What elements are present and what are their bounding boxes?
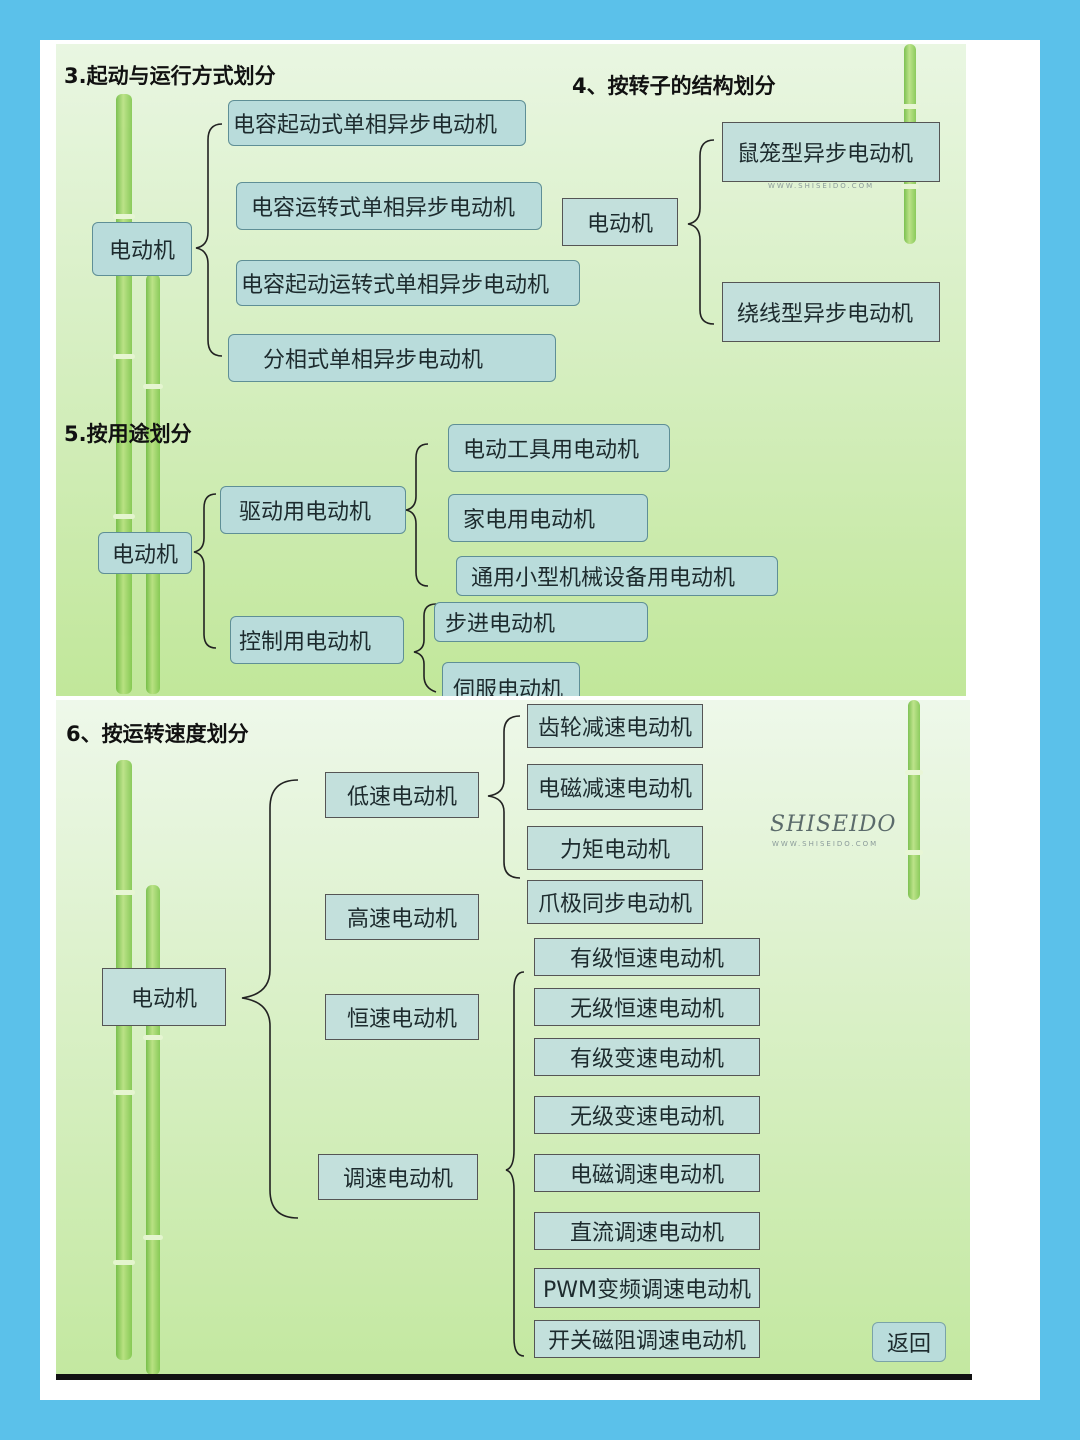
section5-group-node: 控制用电动机 (230, 616, 404, 664)
section5-group-node: 驱动用电动机 (220, 486, 406, 534)
section6-root-node: 电动机 (102, 968, 226, 1026)
section5-leaf-node: 电动工具用电动机 (448, 424, 670, 472)
section3-root-node: 电动机 (92, 222, 192, 276)
section3-child-node: 分相式单相异步电动机 (228, 334, 556, 382)
section4-child-node: 绕线型异步电动机 (722, 282, 940, 342)
section5-leaf-node: 步进电动机 (434, 602, 648, 642)
section5-leaf-label: 伺服电动机 (453, 678, 564, 696)
section3-child-node: 电容运转式单相异步电动机 (236, 182, 542, 230)
section6-leaf-node: 无级变速电动机 (534, 1096, 760, 1134)
section3-child-node: 电容起动式单相异步电动机 (228, 100, 526, 146)
section6-leaf-node: 力矩电动机 (527, 826, 703, 870)
section4-title: 4、按转子的结构划分 (572, 74, 776, 98)
bottom-rule (56, 1374, 972, 1380)
section3-child-node: 电容起动运转式单相异步电动机 (236, 260, 580, 306)
section5-leaf-node: 通用小型机械设备用电动机 (456, 556, 778, 596)
bamboo-stalk (905, 700, 923, 900)
section5-root-node: 电动机 (98, 532, 192, 574)
bamboo-stalk (143, 885, 163, 1375)
section6-leaf-node: 无级恒速电动机 (534, 988, 760, 1026)
logo-url: WWW.SHISEIDO.COM (768, 182, 875, 190)
bamboo-stalk (113, 94, 135, 694)
logo-url: WWW.SHISEIDO.COM (772, 840, 879, 848)
shiseido-logo: SHISEIDO (770, 812, 897, 837)
section6-leaf-node: 开关磁阻调速电动机 (534, 1320, 760, 1358)
section6-group-node: 恒速电动机 (325, 994, 479, 1040)
back-button[interactable]: 返回 (872, 1322, 946, 1362)
section5-title: 5.按用途划分 (64, 422, 192, 446)
section6-leaf-node: 电磁调速电动机 (534, 1154, 760, 1192)
section3-title: 3.起动与运行方式划分 (64, 64, 276, 88)
section6-leaf-node: 电磁减速电动机 (527, 764, 703, 810)
section6-leaf-node: 爪极同步电动机 (527, 880, 703, 924)
section6-group-node: 低速电动机 (325, 772, 479, 818)
section6-group-node: 调速电动机 (318, 1154, 478, 1200)
section6-leaf-node: 有级变速电动机 (534, 1038, 760, 1076)
section6-title: 6、按运转速度划分 (66, 722, 249, 746)
section6-group-node: 高速电动机 (325, 894, 479, 940)
bamboo-stalk (143, 274, 163, 694)
section6-leaf-node: 直流调速电动机 (534, 1212, 760, 1250)
section6-leaf-node: PWM变频调速电动机 (534, 1268, 760, 1308)
section6-leaf-node: 有级恒速电动机 (534, 938, 760, 976)
section4-child-node: 鼠笼型异步电动机 (722, 122, 940, 182)
section5-leaf-node: 伺服电动机 (442, 662, 580, 696)
section6-leaf-node: 齿轮减速电动机 (527, 704, 703, 748)
section5-leaf-node: 家电用电动机 (448, 494, 648, 542)
section4-root-node: 电动机 (562, 198, 678, 246)
bamboo-stalk (113, 760, 135, 1360)
bottom-slide (56, 700, 970, 1376)
